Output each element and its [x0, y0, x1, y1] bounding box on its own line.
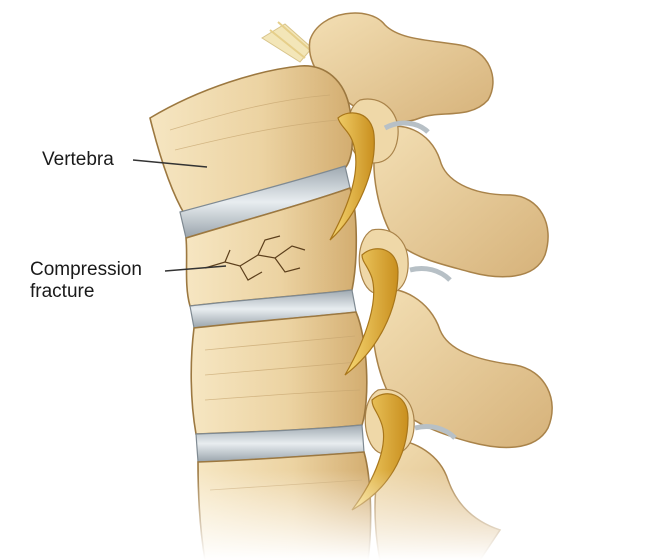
compression-fracture-label-line1: Compression	[30, 259, 142, 280]
fracture-cracks	[204, 235, 306, 281]
compression-fracture-label-line2: fracture	[30, 281, 95, 302]
bottom-fade	[150, 470, 570, 560]
vertebra-top	[149, 65, 354, 216]
vertebra-leader-line	[132, 159, 208, 168]
vertebra-fractured	[185, 186, 358, 307]
spinal-cord-fibers	[261, 21, 313, 63]
fracture-leader-line	[164, 265, 227, 272]
vertebra-label: Vertebra	[42, 149, 114, 170]
vertebra-lower	[190, 311, 368, 435]
compression-fracture-label: Compression fracture	[30, 259, 142, 303]
